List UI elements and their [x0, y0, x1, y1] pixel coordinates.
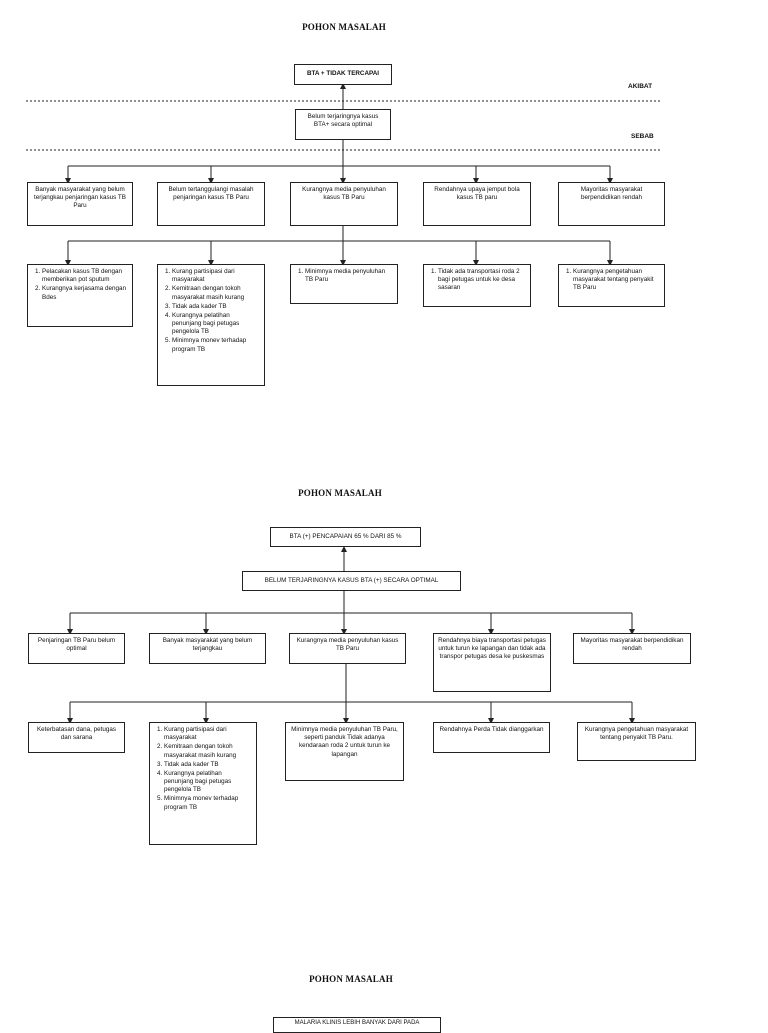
subcause-item: Tidak ada kader TB: [172, 303, 260, 311]
diagram2-subcause-box: Minimnya media penyuluhan TB Paru, seper…: [285, 722, 404, 781]
diagram1-effect-box: BTA + TIDAK TERCAPAI: [294, 64, 392, 85]
akibat-label: AKIBAT: [628, 83, 653, 90]
subcause-item: Kurang partisipasi dari masyarakat: [172, 268, 260, 284]
subcause-item: Kurangnya kerjasama dengan Bdes: [42, 285, 128, 301]
diagram2-subcause-box: Rendahnya Perda Tidak dianggarkan: [433, 722, 550, 753]
diagram2-effect-box: BTA (+) PENCAPAIAN 65 % DARI 85 %: [270, 527, 421, 547]
subcause-item: Kurangnya pelatihan penunjang bagi petug…: [172, 312, 260, 337]
diagram3-effect-box: MALARIA KLINIS LEBIH BANYAK DARI PADA: [273, 1017, 441, 1033]
diagram1-subcause-box: Tidak ada transportasi roda 2 bagi petug…: [423, 264, 531, 307]
subcause-item: Pelacakan kasus TB dengan memberikan pot…: [42, 268, 128, 284]
diagram1-subcause-box: Kurangnya pengetahuan masyarakat tentang…: [558, 264, 665, 307]
diagram2-cause-box: Mayoritas masyarakat berpendidikan renda…: [573, 633, 691, 664]
diagram1-core-problem-box: Belum terjaringnya kasus BTA+ secara opt…: [295, 109, 391, 140]
diagram1-cause-box: Banyak masyarakat yang belum terjangkau …: [27, 182, 133, 226]
subcause-item: Kemitraan dengan tokoh masyarakat masih …: [164, 743, 252, 759]
diagram2-cause-box: Banyak masyarakat yang belum terjangkau: [149, 633, 266, 664]
diagram1-cause-box: Mayoritas masyarakat berpendidikan renda…: [558, 182, 665, 226]
diagram1-subcause-box: Pelacakan kasus TB dengan memberikan pot…: [27, 264, 133, 327]
diagram1-title: POHON MASALAH: [302, 22, 386, 32]
subcause-item: Minimnya media penyuluhan TB Paru: [305, 268, 393, 284]
diagram3-title: POHON MASALAH: [309, 974, 393, 984]
diagram2-subcause-box: Kurang partisipasi dari masyarakat Kemit…: [149, 722, 257, 845]
diagram2-cause-box: Penjaringan TB Paru belum optimal: [28, 633, 125, 664]
subcause-item: Tidak ada kader TB: [164, 761, 252, 769]
subcause-item: Minimnya monev terhadap program TB: [172, 337, 260, 353]
diagram2-cause-box: Kurangnya media penyuluhan kasus TB Paru: [289, 633, 406, 664]
diagram2-subcause-box: Keterbatasan dana, petugas dan sarana: [28, 722, 125, 753]
diagram2-title: POHON MASALAH: [298, 488, 382, 498]
diagram1-cause-box: Belum tertanggulangi masalah penjaringan…: [157, 182, 265, 226]
diagram2-subcause-box: Kurangnya pengetahuan masyarakat tentang…: [577, 722, 696, 761]
diagram2-core-problem-box: BELUM TERJARINGNYA KASUS BTA (+) SECARA …: [242, 571, 461, 591]
diagram1-cause-box: Kurangnya media penyuluhan kasus TB Paru: [290, 182, 398, 226]
diagram1-cause-box: Rendahnya upaya jemput bola kasus TB par…: [423, 182, 531, 226]
subcause-item: Kurang partisipasi dari masyarakat: [164, 726, 252, 742]
diagram1-subcause-box: Kurang partisipasi dari masyarakat Kemit…: [157, 264, 265, 386]
diagram2-cause-box: Rendahnya biaya transportasi petugas unt…: [433, 633, 551, 692]
subcause-item: Minimnya monev terhadap program TB: [164, 795, 252, 811]
subcause-item: Kurangnya pelatihan penunjang bagi petug…: [164, 770, 252, 795]
subcause-item: Kemitraan dengan tokoh masyarakat masih …: [172, 285, 260, 301]
subcause-item: Tidak ada transportasi roda 2 bagi petug…: [438, 268, 526, 293]
diagram1-subcause-box: Minimnya media penyuluhan TB Paru: [290, 264, 398, 304]
subcause-item: Kurangnya pengetahuan masyarakat tentang…: [573, 268, 660, 293]
sebab-label: SEBAB: [631, 133, 654, 140]
